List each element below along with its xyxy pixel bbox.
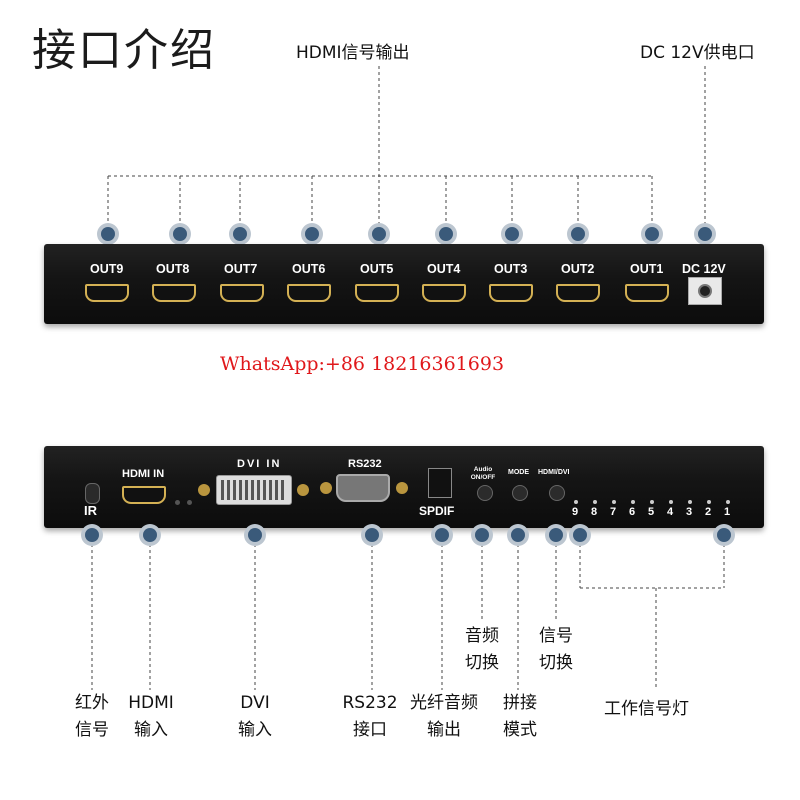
dc-power-jack[interactable]: [688, 277, 722, 305]
callout-dot-hdmi-in: [143, 528, 157, 542]
audio-switch-label: 音频切换: [465, 626, 499, 673]
hdmi-port-out2[interactable]: [556, 284, 600, 302]
dvi-screw-right-icon: [297, 484, 309, 496]
led-8-indicator: [593, 500, 597, 504]
callout-dot-out7: [233, 227, 247, 241]
led-3-label: 3: [686, 506, 693, 518]
hdmi-port-out1[interactable]: [625, 284, 669, 302]
screw-hole-icon: [175, 500, 180, 505]
hdmi-port-out8[interactable]: [152, 284, 196, 302]
splice-mode-label: 拼接模式: [503, 693, 537, 740]
port-label-out9: OUT9: [90, 262, 124, 276]
led-4-indicator: [669, 500, 673, 504]
hdmi-in-port[interactable]: [122, 486, 166, 504]
callout-dot-out4: [439, 227, 453, 241]
port-label-out8: OUT8: [156, 262, 190, 276]
port-label-out5: OUT5: [360, 262, 394, 276]
led-6-label: 6: [629, 506, 636, 518]
led-9-label: 9: [572, 506, 579, 518]
dvi-pins-icon: [221, 480, 287, 500]
callout-dot-out3: [505, 227, 519, 241]
callout-dot-out1: [645, 227, 659, 241]
front-panel: OUT9 OUT8 OUT7 OUT6 OUT5 OUT4 OUT3 OUT2 …: [44, 244, 764, 324]
led-8-label: 8: [591, 506, 598, 518]
rs232-label: RS232: [348, 458, 382, 470]
led-5-label: 5: [648, 506, 655, 518]
callout-dot-mode: [511, 528, 525, 542]
spdif-label: SPDIF: [419, 504, 455, 518]
rs232-screw-left-icon: [320, 482, 332, 494]
callout-dot-spdif: [435, 528, 449, 542]
callout-dot-rs232: [365, 528, 379, 542]
led-2-indicator: [707, 500, 711, 504]
screw-hole-icon: [187, 500, 192, 505]
port-label-out6: OUT6: [292, 262, 326, 276]
page-title: 接口介绍: [32, 25, 216, 76]
optical-audio-label: 光纤音频输出: [410, 693, 478, 740]
callout-dot-dc: [698, 227, 712, 241]
callout-dot-ir: [85, 528, 99, 542]
led-1-label: 1: [724, 506, 731, 518]
led-9-indicator: [574, 500, 578, 504]
callout-dot-led-1: [717, 528, 731, 542]
ir-signal-label: 红外信号: [75, 693, 109, 740]
hdmi-port-out5[interactable]: [355, 284, 399, 302]
callout-dot-out5: [372, 227, 386, 241]
audio-onoff-label: Audio ON/OFF: [470, 466, 496, 481]
mode-label: MODE: [508, 469, 529, 476]
port-label-out3: OUT3: [494, 262, 528, 276]
hdmi-dvi-label: HDMI/DVI: [538, 469, 570, 476]
ir-label: IR: [84, 503, 97, 518]
callout-dot-out8: [173, 227, 187, 241]
dvi-in-label: DVI IN: [237, 458, 282, 470]
work-led-label: 工作信号灯: [604, 699, 689, 719]
led-3-indicator: [688, 500, 692, 504]
hdmi-port-out9[interactable]: [85, 284, 129, 302]
callout-dot-out6: [305, 227, 319, 241]
port-label-out7: OUT7: [224, 262, 258, 276]
callout-dot-dvi-in: [248, 528, 262, 542]
whatsapp-watermark: WhatsApp:+86 18216361693: [220, 353, 505, 375]
spdif-optical-port[interactable]: [428, 468, 452, 498]
led-1-indicator: [726, 500, 730, 504]
audio-onoff-button[interactable]: [477, 485, 493, 501]
callout-dot-out9: [101, 227, 115, 241]
led-7-label: 7: [610, 506, 617, 518]
signal-switch-label: 信号切换: [539, 626, 573, 673]
mode-button[interactable]: [512, 485, 528, 501]
port-label-out2: OUT2: [561, 262, 595, 276]
hdmi-output-label: HDMI信号输出: [296, 43, 410, 63]
hdmi-port-out3[interactable]: [489, 284, 533, 302]
port-label-out1: OUT1: [630, 262, 664, 276]
rs232-port[interactable]: [336, 474, 390, 502]
led-5-indicator: [650, 500, 654, 504]
led-2-label: 2: [705, 506, 712, 518]
back-panel: IR HDMI IN DVI IN RS232 SPDIF Audio ON/O…: [44, 446, 764, 528]
ir-receiver: [85, 483, 100, 504]
callout-dot-audio: [475, 528, 489, 542]
hdmi-port-out7[interactable]: [220, 284, 264, 302]
hdmi-in-label: HDMI IN: [122, 468, 165, 480]
dc-jack-hole-icon: [698, 284, 712, 298]
led-4-label: 4: [667, 506, 674, 518]
hdmi-port-out4[interactable]: [422, 284, 466, 302]
callout-dot-led-9: [573, 528, 587, 542]
callout-dot-hdmi-dvi: [549, 528, 563, 542]
led-7-indicator: [612, 500, 616, 504]
dc-power-label: DC 12V供电口: [640, 43, 755, 63]
port-label-dc12v: DC 12V: [682, 262, 726, 276]
dvi-screw-left-icon: [198, 484, 210, 496]
led-6-indicator: [631, 500, 635, 504]
port-label-out4: OUT4: [427, 262, 461, 276]
hdmi-port-out6[interactable]: [287, 284, 331, 302]
rs232-screw-right-icon: [396, 482, 408, 494]
hdmi-dvi-button[interactable]: [549, 485, 565, 501]
callout-dot-out2: [571, 227, 585, 241]
dvi-in-port[interactable]: [216, 475, 292, 505]
